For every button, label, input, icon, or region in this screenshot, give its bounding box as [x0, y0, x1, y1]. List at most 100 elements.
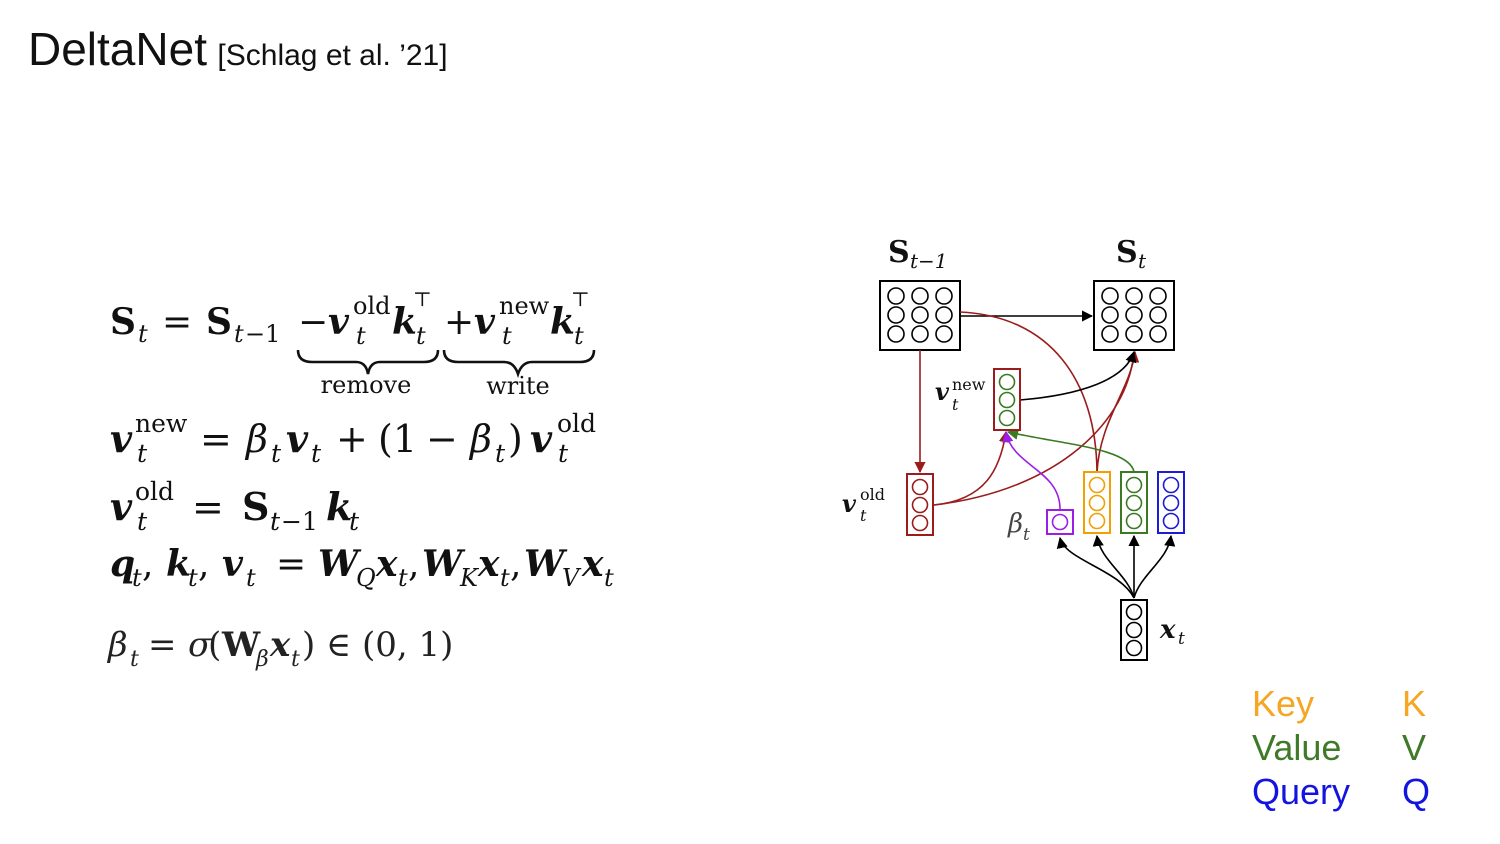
svg-text:new: new: [135, 409, 188, 438]
svg-text:t: t: [138, 320, 148, 348]
svg-text:t: t: [1138, 249, 1147, 273]
svg-text:t: t: [860, 506, 867, 525]
arrows-x-to-projections: [1056, 534, 1176, 599]
svg-text:S: S: [206, 301, 232, 343]
label-v-old: v old t: [842, 485, 885, 525]
svg-text:t: t: [356, 322, 366, 350]
label-s-prev: S t−1: [888, 235, 948, 273]
svg-text:t−1: t−1: [910, 249, 948, 273]
label-beta: β t: [1007, 509, 1030, 545]
svg-text:x: x: [581, 543, 604, 585]
svg-text:S: S: [1116, 235, 1138, 270]
vector-v-old: [906, 473, 934, 536]
svg-text:t: t: [502, 322, 512, 350]
svg-text:W: W: [221, 625, 261, 665]
svg-text:k: k: [166, 543, 191, 585]
svg-text:=: =: [200, 417, 232, 461]
state-matrix-curr: [1093, 280, 1175, 351]
svg-text:V: V: [1402, 727, 1426, 768]
svg-text:t: t: [558, 439, 569, 468]
equation-v-old: v old t = S t −1 k t: [110, 477, 360, 536]
title-main: DeltaNet: [28, 23, 207, 75]
svg-text:,: ,: [142, 544, 153, 585]
svg-text:old: old: [135, 477, 174, 506]
svg-text:t: t: [398, 564, 408, 592]
brace-label-remove: remove: [321, 371, 412, 399]
svg-text:Key: Key: [1252, 683, 1314, 724]
arrow-v-new-to-state: [1019, 350, 1137, 401]
svg-text:t: t: [349, 507, 360, 536]
svg-text:t: t: [416, 322, 426, 350]
equation-beta: β t = σ ( W β x t ) ∈ (0, 1): [106, 625, 453, 672]
svg-text:v: v: [842, 489, 857, 518]
svg-text:+: +: [336, 417, 368, 461]
equation-state-update: S t = S t −1 − v old t k ⊤ t + v new t k…: [110, 287, 596, 400]
svg-text:v: v: [328, 301, 350, 343]
svg-text:Query: Query: [1252, 771, 1350, 812]
svg-text:x: x: [477, 543, 500, 585]
color-legend: Key K Value V Query Q: [1252, 683, 1430, 812]
underbrace-remove: [296, 349, 440, 375]
svg-text:t: t: [188, 564, 198, 592]
svg-text:Q: Q: [1402, 771, 1430, 812]
svg-text:k: k: [550, 301, 575, 343]
arrow-key-to-state: [1096, 350, 1140, 473]
svg-text:x: x: [269, 625, 291, 665]
svg-text:σ: σ: [188, 625, 212, 665]
vector-query: [1157, 471, 1185, 534]
svg-text:S: S: [888, 235, 910, 270]
underbrace-write: [442, 349, 596, 379]
brace-label-write: write: [486, 372, 550, 400]
vector-beta: [1046, 509, 1074, 535]
arrow-value-to-v-new: [1006, 428, 1135, 473]
svg-text:t: t: [1178, 629, 1185, 649]
svg-text:t: t: [952, 395, 959, 414]
svg-text:β: β: [1007, 509, 1023, 539]
svg-text:=: =: [148, 625, 177, 665]
arrow-v-old-to-v-new: [933, 430, 1010, 506]
svg-text:=: =: [162, 302, 192, 343]
svg-text:v: v: [935, 377, 950, 406]
svg-text:k: k: [326, 484, 352, 529]
slide-title: DeltaNet [Schlag et al. ’21]: [28, 22, 448, 76]
title-citation: [Schlag et al. ’21]: [217, 39, 448, 72]
svg-text:,: ,: [198, 544, 209, 585]
svg-text:v: v: [110, 484, 133, 529]
legend-row-key: Key K: [1252, 683, 1426, 724]
svg-text:t: t: [132, 564, 142, 592]
svg-text:v: v: [222, 543, 244, 585]
legend-row-value: Value V: [1252, 727, 1426, 768]
svg-text:old: old: [860, 485, 885, 504]
equation-projections: q t , k t , v t = W Q x t , W K x t , W …: [110, 543, 614, 592]
vector-v-new: [993, 368, 1021, 431]
svg-text:): ): [508, 417, 523, 461]
vector-x-input: [1120, 599, 1148, 661]
svg-text:v: v: [474, 301, 496, 343]
svg-text:W: W: [524, 543, 568, 585]
state-matrix-prev: [879, 280, 961, 351]
svg-text:K: K: [1402, 683, 1426, 724]
svg-text:+: +: [444, 302, 474, 343]
svg-text:Q: Q: [356, 564, 376, 592]
svg-text:new: new: [952, 375, 986, 394]
svg-text:⊤: ⊤: [571, 287, 590, 311]
svg-text:−1: −1: [281, 507, 318, 536]
svg-text:,: ,: [510, 544, 521, 585]
svg-text:S: S: [242, 484, 269, 529]
svg-text:β: β: [106, 625, 128, 665]
equation-block: S t = S t −1 − v old t k ⊤ t + v new t k…: [106, 287, 614, 672]
svg-text:t: t: [604, 564, 614, 592]
svg-text:t: t: [130, 647, 139, 672]
svg-text:v: v: [110, 416, 133, 461]
svg-text:β: β: [244, 417, 268, 461]
svg-text:t: t: [234, 320, 244, 348]
svg-text:x: x: [375, 543, 398, 585]
svg-text:S: S: [110, 301, 136, 343]
svg-text:t: t: [137, 507, 148, 536]
legend-row-query: Query Q: [1252, 771, 1430, 812]
svg-text:t: t: [500, 564, 510, 592]
svg-text:⊤: ⊤: [413, 287, 432, 311]
svg-text:∈: ∈: [326, 625, 351, 665]
svg-text:): ): [302, 625, 315, 665]
svg-text:=: =: [276, 544, 306, 585]
